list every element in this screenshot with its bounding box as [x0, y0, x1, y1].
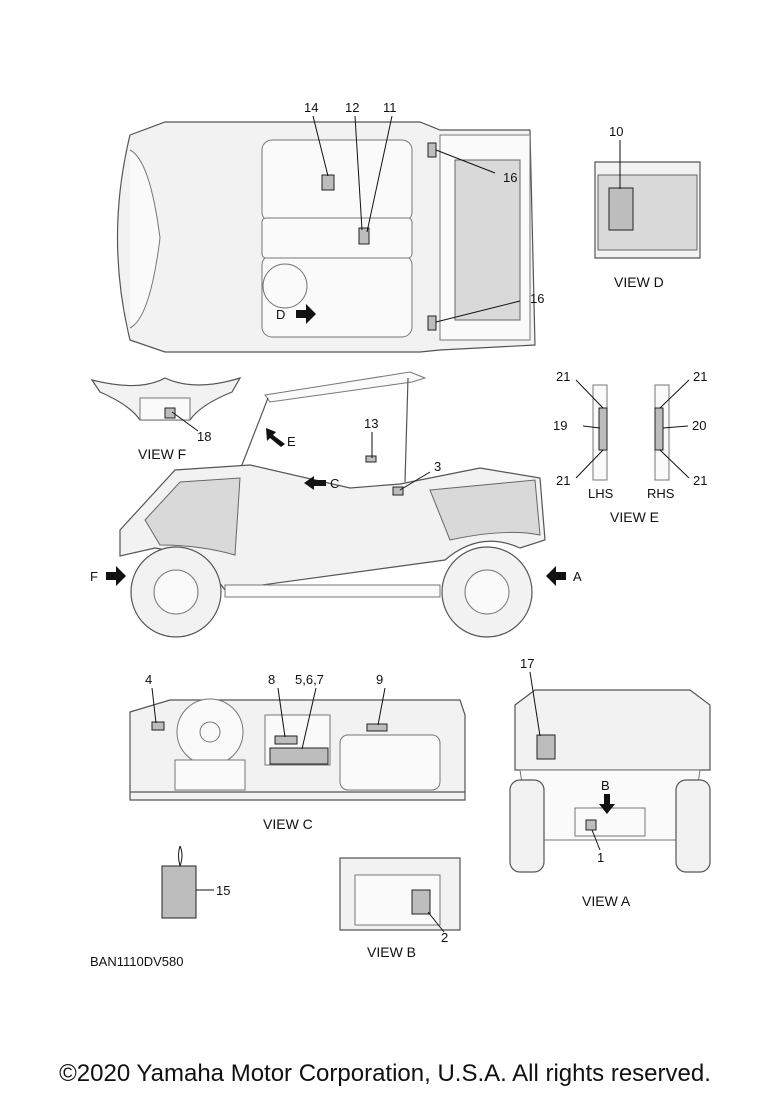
callout-21-rhs-top: 21 [693, 369, 707, 384]
direction-letter-a: A [573, 569, 582, 584]
view-f-label: VIEW F [138, 446, 186, 462]
callout-15: 15 [216, 883, 230, 898]
view-e-rhs-label: RHS [647, 486, 675, 501]
view-e-lhs-label: LHS [588, 486, 614, 501]
view-a: B 17 1 VIEW A [509, 656, 711, 909]
label-15-marker [161, 865, 197, 919]
callout-16-bottom: 16 [530, 291, 544, 306]
view-c-arrow [304, 476, 326, 490]
view-d-label: VIEW D [614, 274, 664, 290]
label-1-marker [585, 819, 597, 831]
label-10-marker [608, 187, 634, 231]
copyright-notice: ©2020 Yamaha Motor Corporation, U.S.A. A… [59, 1060, 711, 1087]
callout-21-lhs-bottom: 21 [556, 473, 570, 488]
label-19-marker [598, 407, 608, 451]
label-4-marker [151, 721, 165, 731]
view-a-label: VIEW A [582, 893, 631, 909]
diagram-part-code: BAN1110DV580 [90, 954, 183, 969]
callout-18: 18 [197, 429, 211, 444]
callout-5-6-7: 5,6,7 [295, 672, 324, 687]
hang-tag: 15 [161, 845, 230, 919]
direction-letter-b: B [601, 778, 610, 793]
view-f: 18 VIEW F [90, 376, 242, 462]
callout-10: 10 [609, 124, 623, 139]
view-b-arrow [599, 794, 615, 814]
label-11-12-marker [358, 227, 370, 245]
callout-2: 2 [441, 930, 448, 945]
label-18-marker [164, 407, 176, 419]
label-16-top-marker [427, 142, 437, 158]
label-17-marker [536, 734, 556, 760]
view-d: 10 VIEW D [594, 124, 701, 290]
view-a-arrow [546, 566, 566, 586]
view-e-arrow [266, 428, 285, 447]
callout-8: 8 [268, 672, 275, 687]
callout-1: 1 [597, 850, 604, 865]
callout-20: 20 [692, 418, 706, 433]
label-3-marker [392, 486, 404, 496]
callout-17: 17 [520, 656, 534, 671]
label-5-6-7-marker [269, 747, 329, 765]
callout-12: 12 [345, 100, 359, 115]
callout-14: 14 [304, 100, 318, 115]
direction-letter-d: D [276, 307, 285, 322]
view-b-label: VIEW B [367, 944, 416, 960]
side-view-vehicle: E C F A 13 3 [90, 371, 582, 638]
view-e-label: VIEW E [610, 509, 659, 525]
direction-letter-e: E [287, 434, 296, 449]
label-20-marker [654, 407, 664, 451]
callout-9: 9 [376, 672, 383, 687]
direction-letter-f: F [90, 569, 98, 584]
label-16-bottom-marker [427, 315, 437, 331]
callout-4: 4 [145, 672, 152, 687]
callout-21-rhs-bottom: 21 [693, 473, 707, 488]
direction-letter-c: C [330, 476, 339, 491]
callout-13: 13 [364, 416, 378, 431]
label-13-marker [365, 455, 377, 463]
view-c-label: VIEW C [263, 816, 313, 832]
label-9-marker [366, 723, 388, 732]
label-14-marker [321, 174, 335, 191]
callout-21-lhs-top: 21 [556, 369, 570, 384]
view-e: 21 19 21 21 20 21 LHS RHS VIEW E [553, 369, 707, 525]
top-view-vehicle: D 14 12 11 16 16 [116, 100, 544, 353]
callout-11: 11 [383, 100, 397, 115]
label-8-marker [274, 735, 298, 745]
view-b: 2 VIEW B [339, 857, 461, 960]
callout-19: 19 [553, 418, 567, 433]
callout-3: 3 [434, 459, 441, 474]
callout-16-top: 16 [503, 170, 517, 185]
view-c: 4 8 5,6,7 9 VIEW C [129, 672, 466, 832]
label-2-marker [411, 889, 431, 915]
view-d-arrow [296, 304, 316, 324]
view-f-arrow [106, 566, 126, 586]
